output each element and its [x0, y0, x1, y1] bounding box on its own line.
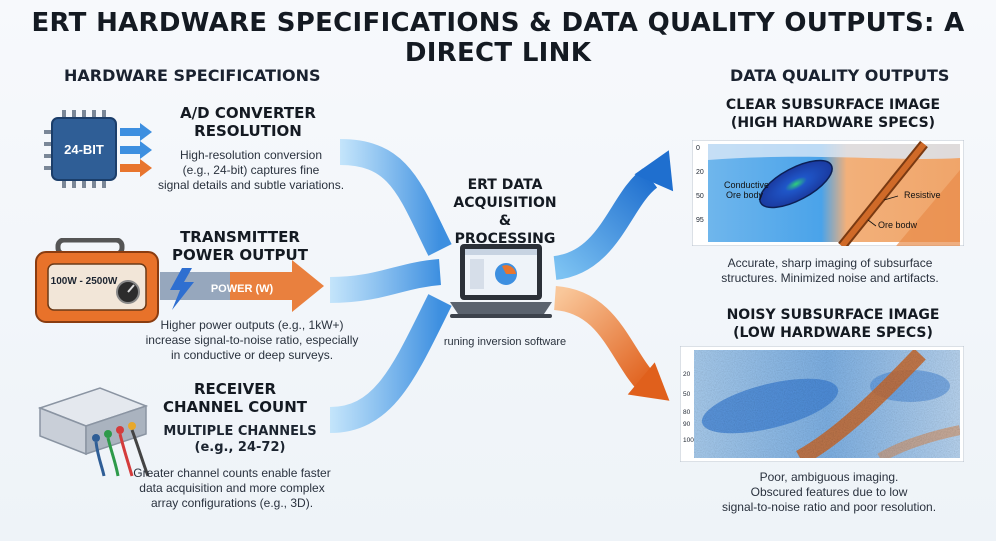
transmitter-heading-line1: TRANSMITTER	[180, 228, 300, 246]
noisy-subsurface-image: 20 50 80 90 100	[680, 346, 964, 462]
noisy-heading: NOISY SUBSURFACE IMAGE (LOW HARDWARE SPE…	[708, 306, 958, 342]
clear-description: Accurate, sharp imaging of subsurface st…	[698, 256, 962, 286]
laptop-icon	[450, 244, 552, 318]
receiver-desc-line1: Greater channel counts enable faster	[133, 466, 331, 480]
processing-heading-line3: & PROCESSING	[454, 213, 556, 247]
clear-tick-1: 20	[696, 169, 704, 176]
adc-heading-line2: RESOLUTION	[194, 122, 302, 140]
clear-label-orebody: Ore bodw	[878, 220, 918, 230]
processing-heading: ERT DATA ACQUISITION & PROCESSING	[450, 176, 560, 248]
receiver-device-icon	[37, 387, 150, 477]
noisy-tick-0: 20	[683, 371, 691, 378]
flow-arrowhead-noisy	[627, 362, 670, 401]
noisy-description: Poor, ambiguous imaging. Obscured featur…	[690, 470, 968, 515]
clear-tick-3: 95	[696, 217, 704, 224]
transmitter-heading: TRANSMITTER POWER OUTPUT	[160, 228, 320, 264]
adc-desc-line3: signal details and subtle variations.	[157, 178, 345, 192]
noisy-desc-line2: Obscured features due to low	[750, 485, 908, 499]
transmitter-device-icon: 100W - 2500W POWER (W)	[35, 238, 324, 323]
noisy-desc-line1: Poor, ambiguous imaging.	[759, 470, 899, 484]
clear-heading-line2: (HIGH HARDWARE SPECS)	[730, 115, 936, 131]
adc-chip-label: 24-BIT	[64, 142, 104, 157]
receiver-description: Greater channel counts enable faster dat…	[120, 466, 344, 511]
noisy-tick-2: 80	[683, 409, 691, 416]
flow-arrowhead-clear	[634, 150, 674, 192]
receiver-desc-line2: data acquisition and more complex	[139, 481, 325, 495]
clear-desc-line1: Accurate, sharp imaging of subsurface	[727, 256, 933, 270]
receiver-heading-line2: CHANNEL COUNT	[162, 398, 308, 416]
adc-description: High-resolution conversion (e.g., 24-bit…	[156, 148, 346, 193]
clear-heading-line1: CLEAR SUBSURFACE IMAGE	[725, 97, 941, 113]
adc-chip-icon: 24-BIT	[44, 110, 152, 188]
clear-label-resistive: Resistive	[904, 190, 941, 200]
flow-arrow-clear	[552, 168, 658, 280]
clear-subsurface-image: 0 20 50 95 Conductive Ore body Resistive…	[692, 140, 964, 246]
receiver-sub-line2: (e.g., 24-72)	[194, 440, 286, 455]
transmitter-arrow-label: POWER (W)	[211, 283, 274, 295]
receiver-desc-line3: array configurations (e.g., 3D).	[150, 496, 314, 510]
processing-heading-line1: ERT DATA	[467, 177, 543, 193]
noisy-heading-line2: (LOW HARDWARE SPECS)	[733, 325, 933, 341]
transmitter-description: Higher power outputs (e.g., 1kW+) increa…	[140, 318, 364, 363]
lightning-icon	[170, 268, 194, 310]
adc-heading-line1: A/D CONVERTER	[180, 104, 316, 122]
receiver-subheading: MULTIPLE CHANNELS (e.g., 24-72)	[160, 424, 320, 456]
adc-desc-line1: High-resolution conversion	[179, 148, 323, 162]
transmitter-heading-line2: POWER OUTPUT	[172, 246, 308, 264]
clear-tick-2: 50	[696, 193, 704, 200]
transmitter-desc-line3: in conductive or deep surveys.	[170, 348, 334, 362]
noisy-tick-3: 90	[683, 421, 691, 428]
clear-label-conductive-2: Ore body	[726, 190, 764, 200]
noisy-heading-line1: NOISY SUBSURFACE IMAGE	[726, 307, 940, 323]
processing-heading-line2: ACQUISITION	[453, 195, 557, 211]
quality-section-heading: DATA QUALITY OUTPUTS	[730, 66, 950, 85]
transmitter-device-label: 100W - 2500W	[51, 276, 118, 287]
clear-desc-line2: structures. Minimized noise and artifact…	[721, 271, 939, 285]
receiver-heading-line1: RECEIVER	[193, 380, 277, 398]
noisy-desc-line3: signal-to-noise ratio and poor resolutio…	[721, 500, 937, 514]
flow-arrow-adc	[339, 139, 452, 256]
clear-label-conductive-1: Conductive	[724, 180, 769, 190]
transmitter-desc-line1: Higher power outputs (e.g., 1kW+)	[160, 318, 344, 332]
adc-desc-line2: (e.g., 24-bit) captures fine	[182, 163, 320, 177]
adc-heading: A/D CONVERTER RESOLUTION	[168, 104, 328, 140]
hardware-section-heading: HARDWARE SPECIFICATIONS	[64, 66, 321, 85]
flow-arrow-noisy	[553, 286, 657, 393]
flow-arrow-transmitter	[329, 259, 442, 303]
clear-heading: CLEAR SUBSURFACE IMAGE (HIGH HARDWARE SP…	[708, 96, 958, 132]
page-title: ERT HARDWARE SPECIFICATIONS & DATA QUALI…	[31, 8, 965, 68]
processing-caption: runing inversion software	[443, 336, 567, 348]
transmitter-desc-line2: increase signal-to-noise ratio, especial…	[145, 333, 359, 347]
flow-arrow-receiver	[329, 294, 452, 433]
clear-tick-0: 0	[696, 145, 700, 152]
noisy-tick-4: 100	[683, 437, 694, 444]
receiver-sub-line1: MULTIPLE CHANNELS	[163, 424, 317, 439]
noisy-tick-1: 50	[683, 391, 691, 398]
receiver-heading: RECEIVER CHANNEL COUNT	[150, 380, 320, 416]
